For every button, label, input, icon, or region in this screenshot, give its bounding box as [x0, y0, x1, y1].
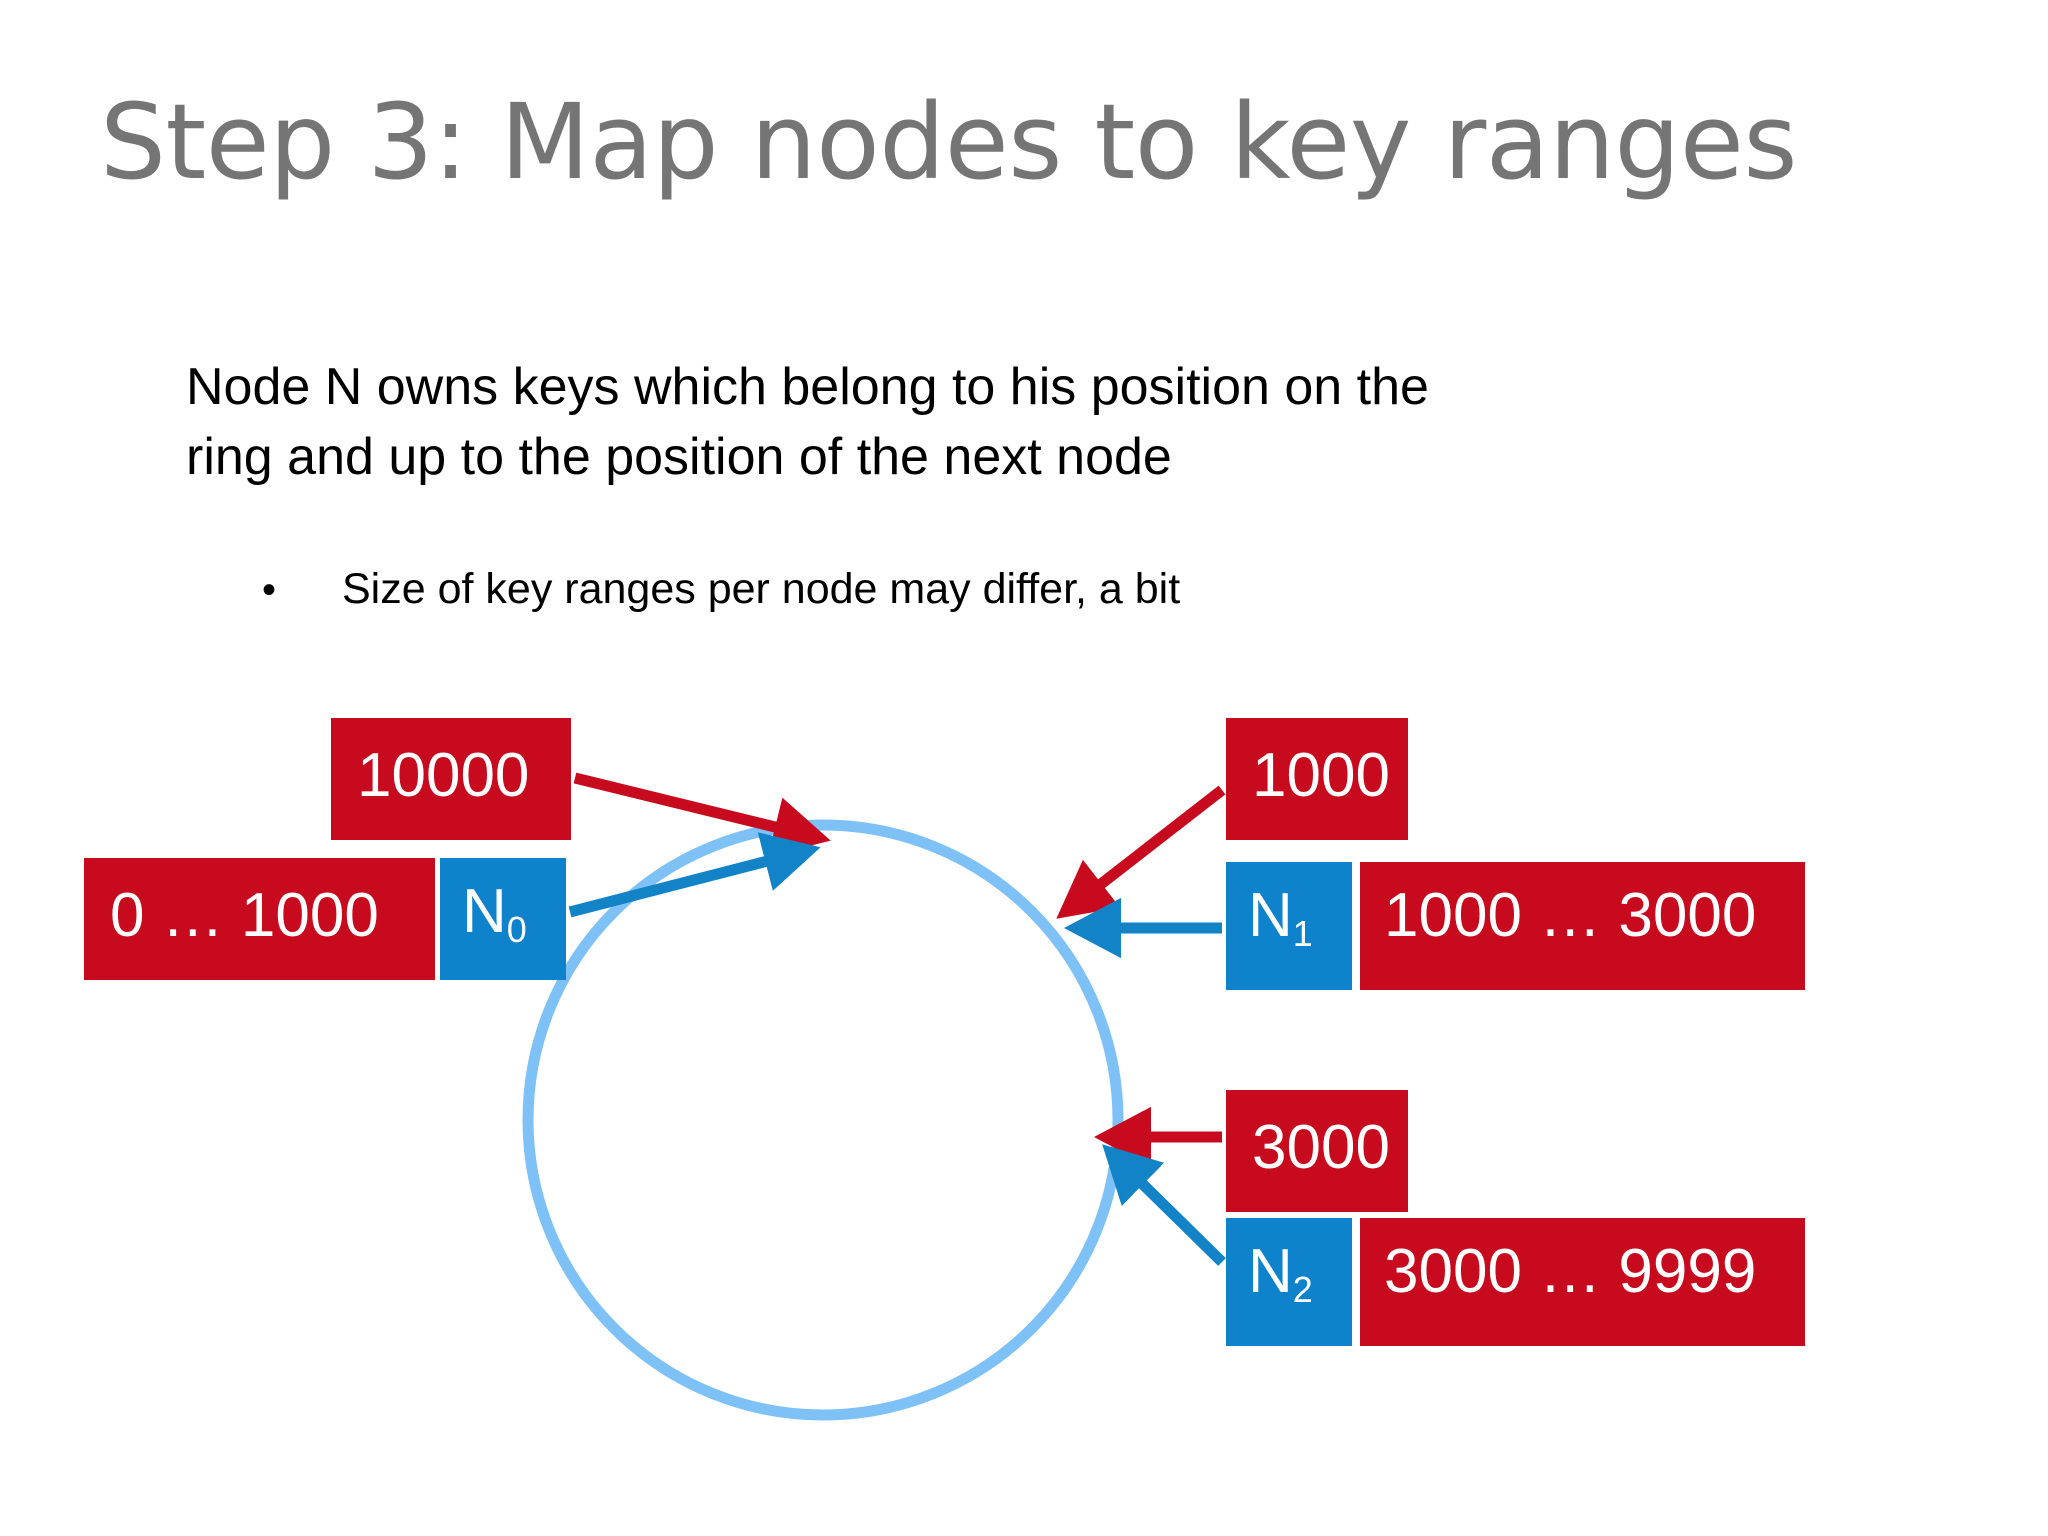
key-box-1000[interactable]: 1000 [1226, 718, 1408, 840]
node-box-n2[interactable]: N2 [1226, 1218, 1352, 1346]
node-box-n0-label: N0 [462, 877, 527, 951]
key-box-3000[interactable]: 3000 [1226, 1090, 1408, 1212]
range-box-1000-3000[interactable]: 1000 … 3000 [1360, 862, 1805, 990]
key-box-10000[interactable]: 10000 [331, 718, 571, 840]
node-box-n1[interactable]: N1 [1226, 862, 1352, 990]
range-box-3000-9999[interactable]: 3000 … 9999 [1360, 1218, 1805, 1346]
arrow-node2-to-ring [1102, 1144, 1226, 1266]
key-box-3000-label: 3000 [1252, 1113, 1390, 1182]
key-box-1000-label: 1000 [1252, 741, 1390, 810]
arrow-node0-to-ring [568, 832, 821, 918]
range-box-0-1000[interactable]: 0 … 1000 [84, 858, 435, 980]
bullet-dot-icon: • [262, 568, 277, 612]
arrow-key1000-to-ring [1056, 785, 1226, 919]
arrow-key10000-to-ring [573, 772, 831, 857]
body-text: Node N owns keys which belong to his pos… [186, 352, 1886, 492]
body-line-1: Node N owns keys which belong to his pos… [186, 358, 1429, 416]
body-line-2: ring and up to the position of the next … [186, 428, 1172, 487]
bullet-item-label: Size of key ranges per node may differ, … [342, 565, 1181, 613]
node-box-n0[interactable]: N0 [440, 858, 566, 980]
page-title: Step 3: Map nodes to key ranges [100, 81, 1798, 203]
range-box-3000-9999-label: 3000 … 9999 [1384, 1237, 1757, 1306]
range-box-1000-3000-label: 1000 … 3000 [1384, 881, 1757, 950]
node-box-n2-label: N2 [1248, 1237, 1313, 1311]
bullet-item: • Size of key ranges per node may differ… [262, 565, 1180, 614]
key-box-10000-label: 10000 [357, 741, 530, 810]
range-box-0-1000-label: 0 … 1000 [110, 881, 379, 950]
node-box-n1-label: N1 [1248, 881, 1313, 955]
